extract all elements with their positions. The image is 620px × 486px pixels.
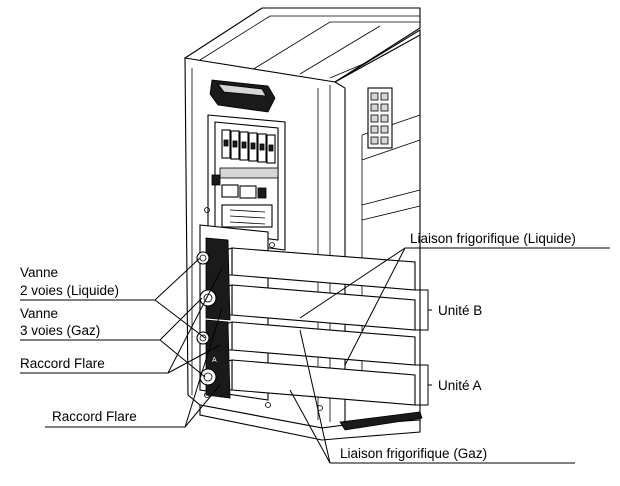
leader-lines — [20, 247, 610, 464]
label-vanne-3-voies-line2: 3 voies (Gaz) — [20, 323, 100, 338]
valve-2-way-b — [196, 251, 210, 265]
valve-2-way-a — [196, 331, 210, 345]
side-terminal-block — [367, 87, 393, 149]
electrical-box — [207, 114, 286, 251]
unit-base — [199, 404, 421, 441]
valve-marker-a: A — [212, 357, 217, 364]
valve-block-b — [205, 237, 231, 321]
label-vanne-3-voies-line1: Vanne — [20, 306, 58, 321]
valve-3-way-b — [199, 289, 217, 307]
label-vanne-2-voies-line2: 2 voies (Liquide) — [20, 283, 119, 298]
label-raccord-flare-1: Raccord Flare — [20, 356, 105, 371]
valve-block-a — [205, 319, 231, 399]
valve-3-way-a — [199, 368, 217, 386]
base-foot-right — [339, 411, 423, 431]
callout-labels: Vanne 2 voies (Liquide) Vanne 3 voies (G… — [20, 231, 576, 461]
label-unite-b: Unité B — [438, 303, 482, 318]
label-unite-a: Unité A — [438, 378, 482, 393]
label-liaison-gaz: Liaison frigorifique (Gaz) — [340, 446, 487, 461]
label-vanne-2-voies-line1: Vanne — [20, 265, 58, 280]
label-liaison-liquide: Liaison frigorifique (Liquide) — [410, 231, 576, 246]
label-raccord-flare-2: Raccord Flare — [52, 409, 137, 424]
